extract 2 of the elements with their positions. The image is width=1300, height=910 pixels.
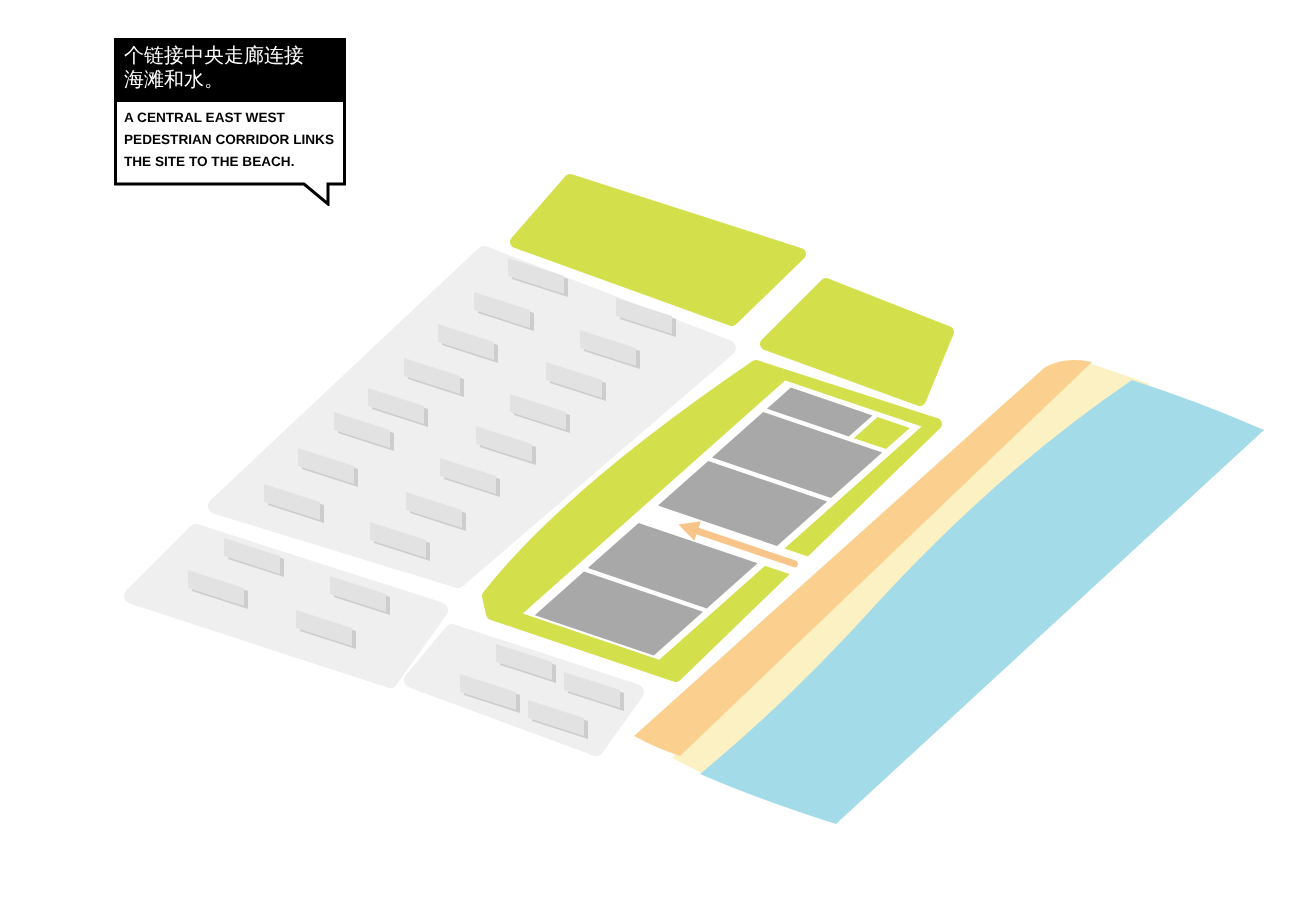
- speech-bubble: [114, 38, 346, 206]
- heading-text: 个链接中央走廊连接海滩和水。: [114, 38, 346, 102]
